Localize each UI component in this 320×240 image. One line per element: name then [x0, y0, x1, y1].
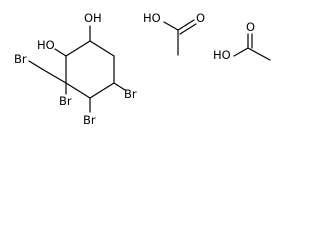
- oh-label-top: OH: [84, 11, 102, 25]
- chemical-structure-diagram: OH HO Br Br Br Br HO O HO O: [14, 11, 271, 127]
- bond-ring-c5-c6: [65, 82, 91, 99]
- bond-c-o-double-2: [179, 23, 197, 35]
- bond-oh-c: [233, 47, 249, 57]
- bond-c1-oh: [54, 48, 67, 57]
- acetic-acid-molecule-2: HO O: [213, 20, 271, 62]
- bond-c-ch3: [247, 47, 271, 61]
- br-label-lower: Br: [83, 113, 96, 127]
- bond-c-o-double-1: [177, 19, 195, 31]
- bond-oh-c: [163, 21, 179, 31]
- ho-label-left: HO: [37, 38, 55, 52]
- bond-ch2-br: [28, 60, 43, 70]
- bond-ring-c2-c3: [89, 40, 115, 57]
- cyclohexane-diol-molecule: OH HO Br Br Br Br: [14, 11, 137, 127]
- bond-c6-ch2: [41, 68, 67, 84]
- acetic-acid-molecule-1: HO O: [143, 11, 205, 56]
- bond-c4-br: [113, 82, 126, 91]
- o-label: O: [196, 11, 205, 25]
- bond-ring-c4-c5: [89, 82, 115, 99]
- br-label-quaternary: Br: [59, 94, 72, 108]
- o-label: O: [246, 20, 255, 34]
- br-label-methyl: Br: [14, 52, 27, 66]
- bond-ring-c1-c2: [65, 40, 91, 57]
- ho-label: HO: [143, 11, 161, 25]
- br-label-right: Br: [124, 87, 137, 101]
- ho-label: HO: [213, 48, 231, 62]
